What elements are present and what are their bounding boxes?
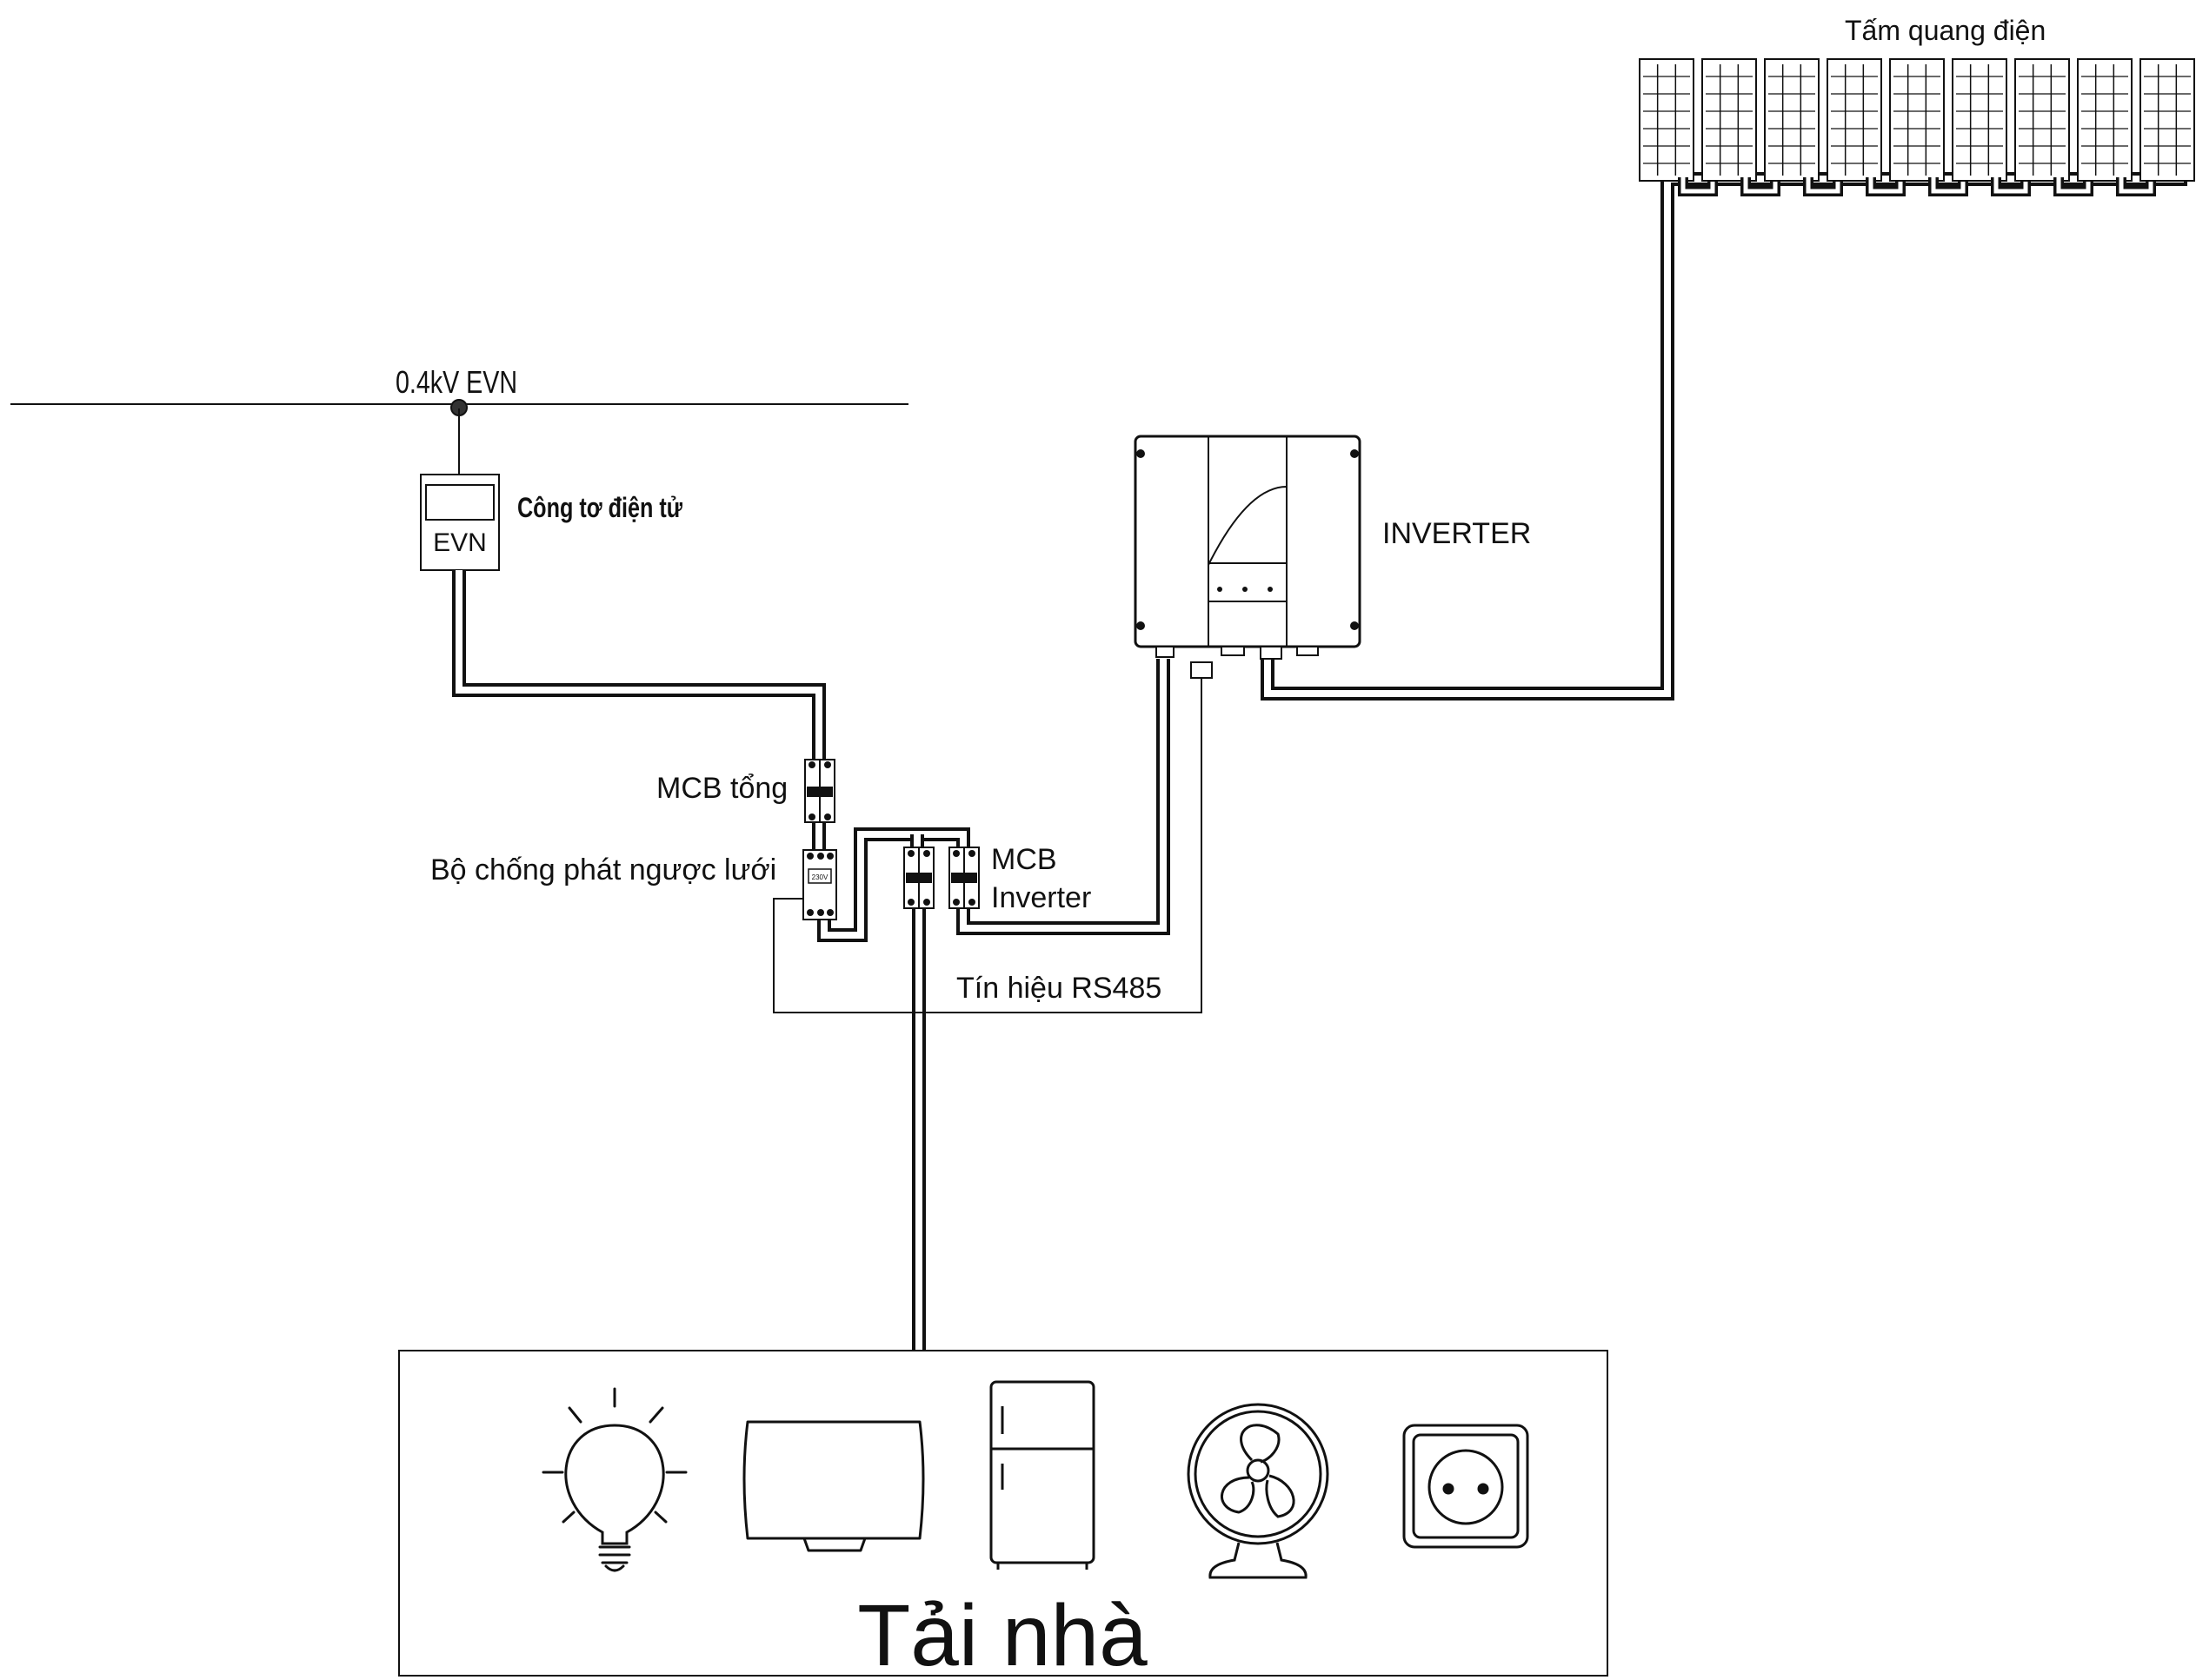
svg-text:230V: 230V (812, 873, 828, 881)
solar-panel-icon (1952, 58, 2007, 182)
anti-backfeed-label: Bộ chống phát ngược lưới (430, 853, 776, 886)
rs485-signal-line (773, 676, 1202, 1013)
solar-panel-icon (2139, 58, 2195, 182)
panels-label: Tấm quang điện (1845, 15, 2046, 46)
solar-panel-icon (2014, 58, 2070, 182)
electric-meter-icon: EVN (420, 474, 500, 571)
solar-panel-icon (1701, 58, 1757, 182)
socket-icon (1402, 1424, 1529, 1549)
panel-interconnect-inner (1680, 177, 1715, 194)
panel-interconnect-inner (1931, 177, 1966, 194)
inverter-icon (1134, 435, 1361, 660)
rs485-label: Tín hiệu RS485 (956, 972, 1161, 1005)
tv-icon (742, 1420, 925, 1552)
inverter-mcb-icon (948, 847, 980, 909)
power-cables (452, 163, 2187, 1351)
rs485-connector (1190, 661, 1213, 679)
panel-interconnect-inner (1806, 177, 1840, 194)
meter-text: EVN (433, 528, 487, 557)
solar-panel-icon (1889, 58, 1945, 182)
fridge-icon (989, 1380, 1095, 1570)
house-load-box (398, 1350, 1608, 1677)
panel-interconnect-inner (1993, 177, 2028, 194)
solar-panel-array (1639, 58, 2195, 196)
solar-panel-icon (1827, 58, 1882, 182)
main-mcb-label: MCB tổng (656, 772, 788, 805)
panel-interconnect-inner (1868, 177, 1903, 194)
inverter-mcb-label-1: MCB (991, 843, 1057, 876)
fan-icon (1187, 1403, 1329, 1579)
load-mcb-icon (903, 847, 935, 909)
anti-backfeed-device-icon: 230V (802, 849, 837, 920)
house-load-label: Tải nhà (857, 1587, 1148, 1680)
inverter-mcb-label-2: Inverter (991, 881, 1091, 914)
panel-interconnect-inner (2119, 177, 2153, 194)
solar-panel-icon (2077, 58, 2133, 182)
panel-interconnect-inner (1743, 177, 1778, 194)
panel-interconnect-inner (2056, 177, 2091, 194)
grid-label: 0.4kV EVN (396, 364, 517, 400)
light-bulb-icon (542, 1387, 688, 1572)
main-mcb-icon (804, 759, 835, 823)
solar-panel-icon (1764, 58, 1820, 182)
solar-panel-icon (1639, 58, 1694, 182)
inverter-label: INVERTER (1382, 517, 1531, 550)
meter-title: Công tơ điện tử (517, 492, 683, 523)
